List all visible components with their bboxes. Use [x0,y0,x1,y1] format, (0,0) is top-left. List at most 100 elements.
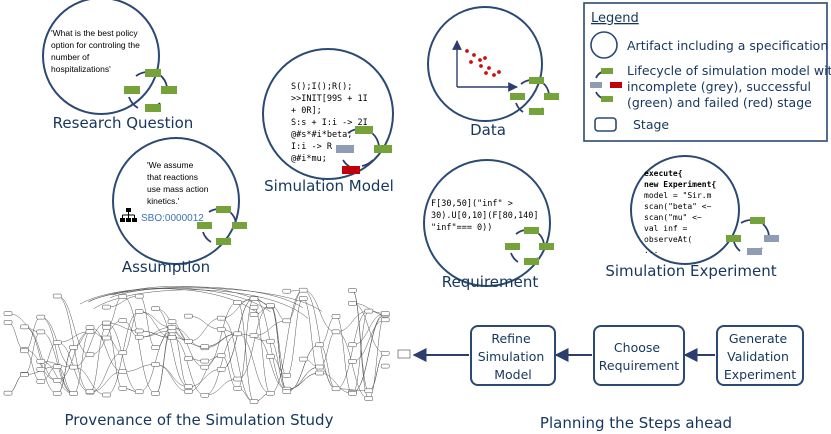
provenance-node [348,301,357,306]
research-question-quote: 'What is the best policy option for cont… [51,28,142,74]
lifecycle-icon [505,227,554,265]
data-artifact [427,6,559,122]
legend-box [583,2,828,142]
simulation-experiment-artifact: execute{ new Experiment{ model = "Sir.m … [630,155,779,265]
provenance-node [200,364,210,370]
provenance-edge [253,298,287,390]
requirement-caption: Requirement [442,273,539,291]
provenance-edge [89,327,123,372]
provenance-edge [188,315,222,330]
provenance-edge [57,331,91,381]
provenance-edge [40,331,74,394]
provenance-node [282,372,292,378]
provenance-edge [171,326,205,349]
provenance-node [266,303,275,308]
provenance-node [118,294,128,299]
provenance-node [380,350,390,356]
provenance-node [348,288,357,293]
provenance-node [69,345,78,350]
provenance-edge [352,310,370,394]
provenance-node [249,304,259,310]
provenance-node [85,325,95,330]
provenance-node [36,379,46,384]
provenance-edge [188,369,222,387]
provenance-edge [24,326,58,381]
provenance-node [134,389,144,395]
provenance-edge [171,337,205,396]
provenance-node [364,308,374,314]
provenance-node [184,356,193,362]
provenance-edge [286,372,320,390]
stage-label: Refine Simulation Model [478,331,549,382]
provenance-edge [57,295,91,392]
provenance-caption: Provenance of the Simulation Study [65,411,334,429]
provenance-node [36,329,46,335]
lifecycle-icon [124,69,177,112]
provenance-node [151,306,160,311]
hierarchy-icon [120,208,137,222]
provenance-edge [139,326,173,338]
provenance-node [134,309,144,314]
provenance-node [380,317,390,323]
provenance-node [364,388,374,394]
simulation-experiment-caption: Simulation Experiment [605,262,776,280]
artifact-circle [423,159,551,287]
provenance-node [315,370,324,376]
provenance-edge [122,364,156,372]
simulation-model-artifact: S();I();R(); >>INIT[99S + 1I + 0R]; S:s … [262,48,394,180]
provenance-node [167,335,177,340]
provenance-node [36,314,46,320]
provenance-edge [253,306,271,394]
provenance-node [36,367,46,372]
provenance-edge [352,290,370,399]
provenance-node [118,350,128,356]
lifecycle-icon [336,126,392,174]
provenance-node [20,348,29,354]
provenance-node [102,335,111,341]
simulation-model-code: S();I();R(); >>INIT[99S + 1I + 0R]; S:s … [291,82,373,164]
provenance-node [348,391,357,396]
provenance-node [167,324,177,330]
provenance-node [3,390,13,396]
legend-artifact-label: Artifact including a specification [627,38,828,53]
provenance-node [216,367,226,372]
provenance-node [348,359,357,364]
legend-lifecycle-label-3: (green) and failed (red) stage [627,95,812,110]
provenance-edge [40,316,74,394]
provenance-node [3,320,13,325]
provenance-node [216,315,226,321]
provenance-node [298,287,308,293]
lifecycle-icon [510,77,559,115]
provenance-edge [286,366,320,390]
provenance-edge [352,313,386,393]
provenance-node [52,293,62,299]
provenance-node [200,358,210,364]
provenance-node [266,354,275,359]
provenance-node [184,389,193,394]
provenance-node [364,396,374,401]
assumption-quote: 'We assume that reactions use mass actio… [147,160,211,206]
provenance-node [200,392,210,398]
legend-stage-icon [594,117,617,132]
stage-generate-validation-experiment [716,325,804,386]
simulation-experiment-code: execute{ new Experiment{ model = "Sir.m … [644,169,721,255]
assumption-caption: Assumption [122,258,210,276]
requirement-artifact: F[30,50]("inf" > 30).U[0,10](F[80,140] "… [423,159,554,287]
provenance-node [266,338,275,344]
provenance-latest-node [397,349,411,359]
ontology-link[interactable]: SBO:0000012 [141,213,204,224]
provenance-node [233,376,242,382]
stage-refine-simulation-model [470,325,556,386]
stage-choose-requirement [593,325,685,386]
provenance-node [380,363,390,369]
provenance-edge [286,298,304,376]
legend-lifecycle-label-1: Lifecycle of simulation model with [627,63,831,78]
legend-stage-label: Stage [633,117,669,132]
provenance-node [69,364,78,370]
provenance-node [151,391,160,396]
provenance-node [134,328,144,334]
artifact-circle [630,155,740,265]
requirement-code: F[30,50]("inf" > 30).U[0,10](F[80,140] "… [431,199,544,233]
provenance-node [331,314,341,319]
